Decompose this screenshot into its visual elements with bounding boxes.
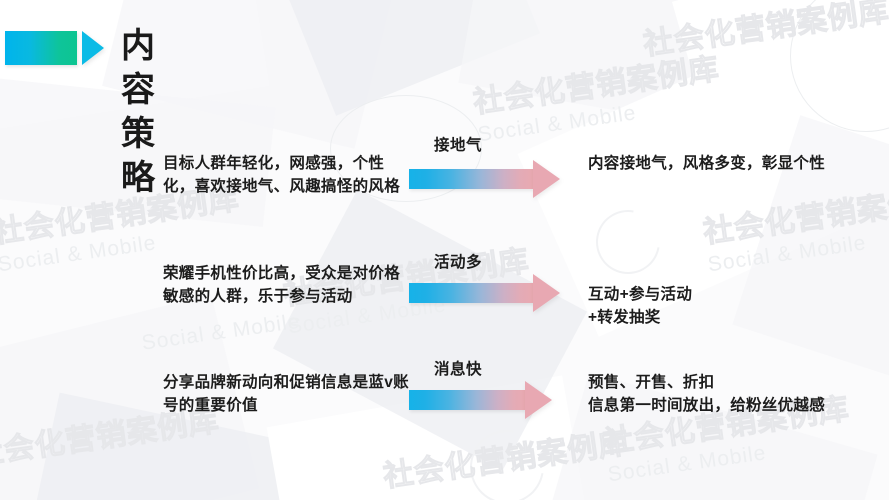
flow-row-input-text: 荣耀手机性价比高，受众是对价格敏感的人群，乐于参与活动 (163, 265, 401, 305)
flow-arrow-shaft (409, 390, 525, 410)
watermark: 社会化营销案例库 Social & Mobile (700, 173, 889, 277)
header-accent-bar (5, 31, 77, 65)
watermark-cn: 社会化营销案例库 (641, 0, 889, 62)
watermark: 社会化营销案例库 (640, 0, 889, 64)
flow-row-input-text: 目标人群年轻化，网感强，个性化，喜欢接地气、风趣搞怪的风格 (163, 155, 401, 195)
flow-row-label: 接地气 (434, 137, 483, 154)
flow-row-output-text: 预售、开售、折扣 信息第一时间放出，给粉丝优越感 (588, 374, 826, 414)
watermark-en: Social & Mobile (140, 309, 302, 355)
flow-row-output-text: 内容接地气，风格多变，彰显个性 (588, 155, 826, 172)
watermark: 社会化营销案例库 (380, 417, 632, 495)
watermark: Social & Mobile (140, 308, 302, 356)
flow-arrow-head (533, 274, 560, 312)
flow-arrow-shaft (409, 169, 533, 189)
flow-row-input-text: 分享品牌新动向和促销信息是蓝v账号的重要价值 (163, 374, 409, 414)
flow-arrow-shaft (409, 283, 533, 303)
flow-arrow-head (533, 160, 560, 198)
page-title: 内容策略 (121, 27, 156, 197)
flow-arrow-head (525, 381, 552, 419)
watermark-cn: 社会化营销案例库 (381, 426, 632, 494)
flow-row-label: 消息快 (434, 361, 483, 378)
logo-ring-icon (583, 197, 673, 287)
watermark: 社会化营销案例库 Social & Mobile (470, 43, 725, 147)
flow-row-label: 活动多 (434, 254, 483, 271)
flow-row-output-text: 互动+参与活动 +转发抽奖 (588, 286, 693, 326)
header-arrow-icon (82, 31, 104, 65)
